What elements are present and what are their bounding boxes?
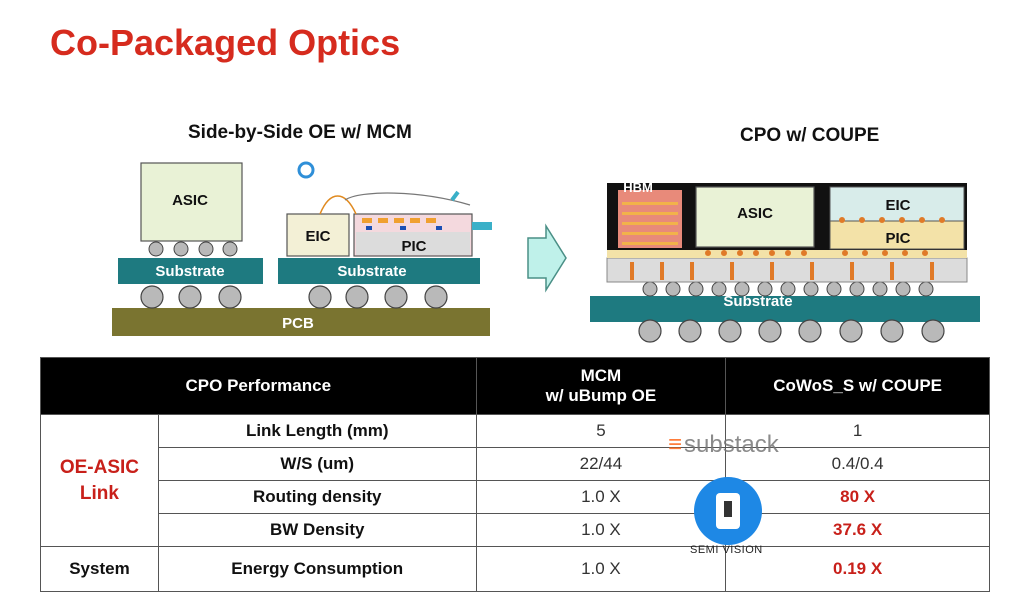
cowos-value: 0.19 X (725, 546, 990, 592)
cpo-asic-label: ASIC (737, 205, 773, 222)
metric-cell: Routing density (157, 480, 477, 514)
cpo-pic-die (829, 220, 965, 250)
cpo-c4-bumps (642, 281, 934, 297)
cowos-value: 1 (725, 414, 990, 448)
left-package-diagram: PCB Substrate Substrate ASIC EIC PIC (112, 161, 492, 336)
substack-watermark: ≡substack (668, 431, 779, 459)
substrate-left (118, 258, 263, 284)
page-title: Co-Packaged Optics (50, 22, 401, 63)
arrow-icon (527, 223, 567, 293)
asic-microbumps (705, 250, 928, 256)
semi-vision-logo-icon (694, 477, 762, 545)
pic-waveguides (366, 226, 442, 230)
cpo-asic-die (695, 186, 815, 248)
table-row: OE-ASIC Link Link Length (mm) 5 1 (40, 414, 990, 547)
hbm-label: HBM (623, 180, 653, 195)
header-cpo-performance: CPO Performance (40, 357, 477, 415)
hbm-microbumps (622, 202, 678, 245)
substrate-right-label: Substrate (337, 263, 406, 280)
metric-cell: W/S (um) (157, 447, 477, 481)
right-package-diagram: Substrate HBM ASIC EIC P (590, 180, 980, 343)
cpo-bottom-balls (638, 319, 945, 343)
metric-cell: Energy Consumption (157, 546, 477, 592)
lens-icon (297, 161, 315, 179)
mcm-value: 22/44 (475, 447, 727, 481)
substrate-right (278, 258, 480, 284)
right-diagram-title: CPO w/ COUPE (740, 125, 880, 146)
table-row: Routing density 1.0 X 80 X (41, 480, 990, 514)
header-mcm: MCM w/ uBump OE (475, 357, 727, 415)
semi-vision-text: SEMI VISION (690, 544, 763, 556)
asic-bumps (148, 241, 238, 257)
wire-bond (319, 195, 357, 215)
packaging-diagrams: PCB Substrate Substrate ASIC EIC PIC (112, 161, 980, 343)
substrate-left-label: Substrate (155, 263, 224, 280)
cpo-eic-label: EIC (885, 197, 910, 214)
eic-die (286, 213, 350, 257)
asic-die (140, 162, 243, 242)
group-oe-asic-link: OE-ASIC Link (40, 414, 159, 547)
fiber-coupler (472, 222, 492, 230)
table-row: BW Density 1.0 X 37.6 X (41, 513, 990, 547)
tsv-vias (630, 262, 934, 280)
pcb-solder-balls (140, 285, 448, 309)
mcm-value: 1.0 X (475, 546, 727, 592)
cpo-pic-label: PIC (885, 230, 910, 247)
mcm-value: 1.0 X (475, 480, 727, 514)
eic-label: EIC (305, 228, 330, 245)
metric-cell: BW Density (157, 513, 477, 547)
cpo-eic-die (829, 186, 965, 222)
pic-label: PIC (401, 238, 426, 255)
table-row: W/S (um) 22/44 0.4/0.4 (41, 447, 990, 481)
substack-logo-icon: ≡ (668, 431, 683, 458)
cpo-substrate-label: Substrate (723, 293, 792, 310)
pic-bumps (362, 218, 436, 223)
mcm-value: 1.0 X (475, 513, 727, 547)
pcb (112, 308, 490, 336)
interposer (606, 257, 968, 283)
metric-cell: Link Length (mm) (157, 414, 477, 448)
coupe-bumps (839, 217, 945, 223)
substrate-right-pkg (590, 296, 980, 322)
pcb-label: PCB (282, 315, 314, 332)
group-system: System (40, 546, 159, 592)
left-diagram-title: Side-by-Side OE w/ MCM (188, 122, 412, 143)
substack-text: substack (684, 431, 779, 458)
cpo-performance-table: CPO Performance MCM w/ uBump OE CoWoS_S … (40, 357, 990, 592)
table-row-system: System Energy Consumption 1.0 X 0.19 X (40, 546, 990, 592)
header-cowos: CoWoS_S w/ COUPE (725, 357, 990, 415)
hbm-stack (618, 190, 682, 248)
cowos-value: 0.4/0.4 (725, 447, 990, 481)
cowos-value: 80 X (725, 480, 990, 514)
asic-label: ASIC (172, 192, 208, 209)
